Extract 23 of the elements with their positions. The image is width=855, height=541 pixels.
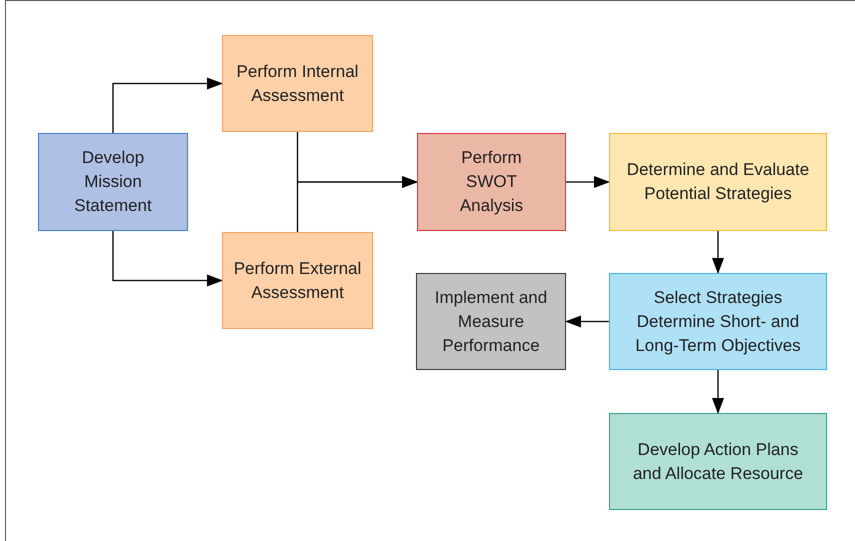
process-box	[222, 35, 373, 132]
process-box	[38, 133, 188, 231]
box-label: Implement and Measure Performance	[434, 286, 548, 356]
arrow	[112, 231, 223, 286]
box-label: Select Strategies Determine Short- and Long-Term Objectives	[634, 286, 802, 356]
process-box	[416, 273, 566, 370]
process-box	[417, 133, 566, 231]
process-box	[609, 273, 827, 370]
process-box	[222, 232, 373, 329]
arrow	[296, 176, 418, 232]
arrow	[566, 176, 610, 188]
process-box	[609, 413, 827, 510]
box-label: Perform SWOT Analysis	[458, 147, 524, 217]
box-label: Determine and Evaluate Potential Strategies	[626, 159, 810, 205]
box-label: Develop Mission Statement	[73, 147, 153, 217]
process-box	[609, 133, 827, 231]
arrow	[712, 231, 724, 274]
box-label: Perform External Assessment	[232, 258, 362, 304]
arrow	[712, 370, 724, 414]
arrow	[112, 78, 223, 133]
box-label: Develop Action Plans and Allocate Resource	[632, 438, 804, 484]
arrow	[565, 316, 609, 328]
box-label: Perform Internal Assessment	[236, 60, 360, 106]
